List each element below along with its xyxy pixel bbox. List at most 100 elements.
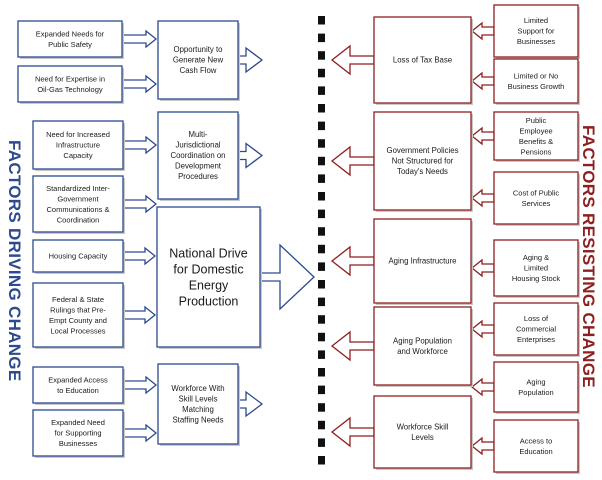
resisting-input-arrow-2 xyxy=(470,71,495,91)
divider-dash xyxy=(318,280,325,289)
resisting-input-box-3 xyxy=(493,111,579,161)
input-arrow-2 xyxy=(121,74,158,94)
resisting-input-arrow-3 xyxy=(470,126,495,146)
resisting-input-box-4 xyxy=(493,171,579,225)
resisting-input-arrow-5 xyxy=(470,258,495,278)
driving-input-box-6 xyxy=(32,282,124,348)
resisting-main-box-3 xyxy=(373,218,472,304)
resisting-input-box-8 xyxy=(493,419,579,473)
driving-input-box-5 xyxy=(32,239,124,273)
input-arrow-7 xyxy=(122,375,158,395)
divider-dash xyxy=(318,262,325,271)
divider-dash xyxy=(318,244,325,254)
resisting-main-arrow-5 xyxy=(330,416,375,448)
input-arrow-4 xyxy=(122,194,158,214)
divider-dash xyxy=(318,209,325,219)
central-arrow xyxy=(259,243,315,311)
divider-dash xyxy=(318,297,325,307)
divider-dash xyxy=(318,350,325,359)
driving-input-box-4 xyxy=(32,175,124,233)
divider-dash xyxy=(318,420,325,430)
divider-dash xyxy=(318,33,325,43)
divider-dash xyxy=(318,139,325,148)
input-arrow-6 xyxy=(122,305,157,325)
resisting-main-label-1: Loss of Tax Base xyxy=(393,56,452,65)
resisting-main-box-1 xyxy=(373,16,472,104)
input-arrow-5 xyxy=(122,246,157,266)
resisting-main-arrow-4 xyxy=(330,330,375,362)
driving-input-box-1 xyxy=(17,20,123,58)
resisting-main-box-2 xyxy=(373,111,472,211)
divider-dash xyxy=(318,403,325,412)
resisting-input-arrow-4 xyxy=(470,188,495,208)
divider-dash xyxy=(318,315,325,324)
right-title: FACTORS RESISTING CHANGE xyxy=(579,125,598,388)
driving-middle-box-3 xyxy=(157,363,239,445)
resisting-main-arrow-1 xyxy=(330,44,375,76)
resisting-main-arrow-2 xyxy=(330,145,375,177)
resisting-input-box-1 xyxy=(493,4,579,58)
divider-dash xyxy=(318,68,325,78)
divider-dash xyxy=(318,192,325,201)
divider-dash xyxy=(318,438,325,447)
divider-dash xyxy=(318,174,325,183)
resisting-input-box-6 xyxy=(493,302,579,356)
driving-input-label-5: Housing Capacity xyxy=(49,252,108,261)
driving-middle-box-2 xyxy=(157,111,239,200)
divider-dash xyxy=(318,121,325,131)
divider-dash xyxy=(318,156,325,166)
resisting-input-box-2 xyxy=(493,58,579,104)
resisting-main-label-3: Aging Infrastructure xyxy=(388,257,456,266)
divider-dash xyxy=(318,332,325,342)
divider-dash xyxy=(318,227,325,236)
left-title: FACTORS DRIVING CHANGE xyxy=(5,140,24,382)
resisting-input-arrow-6 xyxy=(470,319,495,339)
divider-dash xyxy=(318,385,325,395)
resisting-input-arrow-7 xyxy=(470,377,495,397)
divider-dash xyxy=(318,456,325,465)
resisting-input-arrow-8 xyxy=(470,436,495,456)
divider-dash xyxy=(318,86,325,95)
resisting-input-arrow-1 xyxy=(470,21,495,41)
resisting-main-box-4 xyxy=(373,306,472,386)
resisting-input-box-5 xyxy=(493,239,579,297)
driving-input-box-8 xyxy=(32,409,124,457)
middle-arrow-2 xyxy=(237,142,264,169)
input-arrow-1 xyxy=(121,29,158,49)
divider-dash xyxy=(318,104,325,113)
divider-dash xyxy=(318,368,325,377)
resisting-main-arrow-3 xyxy=(330,245,375,277)
middle-arrow-1 xyxy=(237,46,264,74)
resisting-input-box-7 xyxy=(493,361,579,413)
driving-input-box-7 xyxy=(32,366,124,404)
input-arrow-8 xyxy=(122,423,158,443)
central-box xyxy=(156,206,261,348)
resisting-main-box-5 xyxy=(373,395,472,469)
driving-input-box-2 xyxy=(17,65,123,103)
driving-middle-box-1 xyxy=(157,20,239,100)
middle-arrow-3 xyxy=(237,390,264,418)
driving-input-box-3 xyxy=(32,120,124,170)
